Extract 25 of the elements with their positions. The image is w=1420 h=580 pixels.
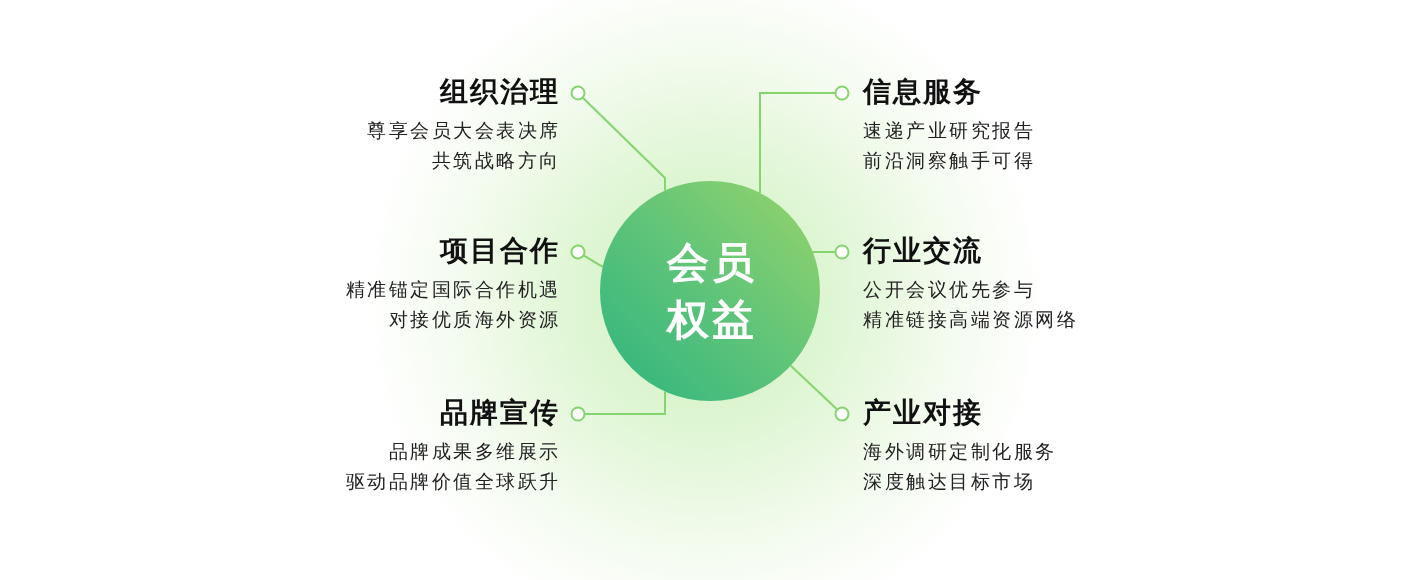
item-title: 组织治理	[440, 74, 560, 110]
item-description: 共筑战略方向	[431, 148, 561, 173]
item-title: 项目合作	[440, 233, 560, 269]
connector-line	[759, 85, 850, 194]
connector-line	[811, 244, 850, 260]
item-description: 前沿洞察触手可得	[863, 148, 1035, 173]
item-description: 深度触达目标市场	[863, 469, 1035, 494]
item-description: 驱动品牌价值全球跃升	[345, 469, 561, 494]
item-title: 行业交流	[863, 233, 983, 269]
item-description: 公开会议优先参与	[863, 277, 1035, 302]
item-description: 精准链接高端资源网络	[863, 307, 1078, 332]
item-title: 品牌宣传	[440, 395, 560, 431]
connector-line	[570, 390, 666, 422]
item-description: 对接优质海外资源	[388, 307, 561, 332]
item-description: 尊享会员大会表决席	[367, 118, 561, 143]
item-description: 速递产业研究报告	[863, 118, 1035, 143]
connector-line	[570, 85, 666, 192]
item-title: 产业对接	[863, 395, 983, 431]
hub-label: 会员权益	[665, 237, 758, 346]
item-title: 信息服务	[863, 74, 983, 110]
connector-line	[570, 244, 604, 268]
item-description: 精准锚定国际合作机遇	[345, 277, 561, 302]
item-description: 品牌成果多维展示	[388, 439, 561, 464]
connector-line	[789, 364, 850, 422]
item-description: 海外调研定制化服务	[863, 439, 1057, 464]
